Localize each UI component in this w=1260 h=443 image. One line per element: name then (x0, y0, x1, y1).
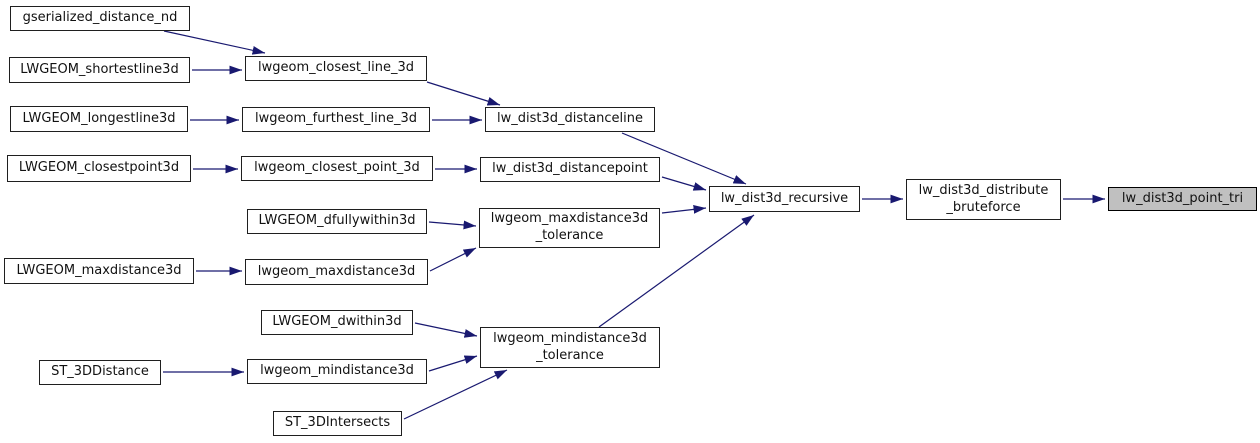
node-LWGEOM_dfullywithin3d[interactable]: LWGEOM_dfullywithin3d (247, 209, 427, 234)
node-ST_3DDistance[interactable]: ST_3DDistance (39, 360, 161, 385)
node-label: LWGEOM_shortestline3d (20, 61, 179, 77)
edge-lwgeom_closest_line_3d-lw_dist3d_distanceline (426, 81, 501, 106)
edge-LWGEOM_dwithin3d-lwgeom_mindistance3d_tolerance (414, 322, 478, 338)
edge-lwgeom_maxdistance3d-lwgeom_maxdistance3d_tolerance (429, 247, 477, 272)
node-LWGEOM_longestline3d[interactable]: LWGEOM_longestline3d (10, 106, 188, 132)
node-label: LWGEOM_closestpoint3d (18, 160, 180, 176)
node-label: lw_dist3d_point_tri (1121, 190, 1244, 206)
node-lwgeom_closest_line_3d[interactable]: lwgeom_closest_line_3d (245, 56, 427, 81)
node-label: lwgeom_mindistance3d _tolerance (493, 330, 647, 363)
node-label: lw_dist3d_distanceline (496, 111, 644, 127)
node-lwgeom_maxdistance3d_tolerance[interactable]: lwgeom_maxdistance3d _tolerance (479, 208, 660, 248)
node-lwgeom_maxdistance3d[interactable]: lwgeom_maxdistance3d (245, 259, 428, 285)
edge-ST_3DIntersects-lwgeom_mindistance3d_tolerance (403, 369, 508, 420)
node-lwgeom_mindistance3d[interactable]: lwgeom_mindistance3d (247, 359, 427, 384)
node-lwgeom_closest_point_3d[interactable]: lwgeom_closest_point_3d (241, 156, 433, 181)
node-lw_dist3d_distancepoint[interactable]: lw_dist3d_distancepoint (480, 157, 660, 182)
node-label: lwgeom_closest_point_3d (254, 160, 420, 176)
node-LWGEOM_shortestline3d[interactable]: LWGEOM_shortestline3d (9, 57, 190, 83)
edge-lw_dist3d_distancepoint-lw_dist3d_recursive (661, 176, 707, 191)
edge-lwgeom_mindistance3d-lwgeom_mindistance3d_tolerance (428, 355, 478, 372)
node-label: lw_dist3d_distribute _bruteforce (918, 182, 1049, 215)
edge-LWGEOM_dfullywithin3d-lwgeom_maxdistance3d_tolerance (428, 220, 477, 230)
edge-lwgeom_mindistance3d_tolerance-lw_dist3d_recursive (598, 214, 755, 328)
node-label: ST_3DDistance (51, 364, 149, 380)
node-label: lw_dist3d_recursive (720, 190, 849, 206)
node-label: LWGEOM_maxdistance3d (16, 262, 182, 278)
node-LWGEOM_closestpoint3d[interactable]: LWGEOM_closestpoint3d (7, 155, 191, 182)
node-label: lwgeom_maxdistance3d (257, 263, 416, 279)
edge-lwgeom_maxdistance3d_tolerance-lw_dist3d_recursive (661, 205, 707, 214)
node-label: ST_3DIntersects (284, 415, 391, 431)
node-gserialized_distance_nd[interactable]: gserialized_distance_nd (10, 6, 190, 31)
node-lw_dist3d_recursive[interactable]: lw_dist3d_recursive (709, 186, 860, 212)
node-label: LWGEOM_dwithin3d (272, 314, 402, 330)
node-label: LWGEOM_longestline3d (22, 110, 176, 126)
edge-lw_dist3d_distanceline-lw_dist3d_recursive (621, 132, 747, 185)
node-label: lw_dist3d_distancepoint (492, 161, 648, 177)
node-lw_dist3d_distribute_bruteforce[interactable]: lw_dist3d_distribute _bruteforce (906, 179, 1061, 220)
edge-gserialized_distance_nd-lwgeom_closest_line_3d (163, 30, 266, 55)
node-ST_3DIntersects[interactable]: ST_3DIntersects (273, 411, 402, 436)
node-label: LWGEOM_dfullywithin3d (258, 213, 416, 229)
node-lw_dist3d_point_tri: lw_dist3d_point_tri (1108, 187, 1257, 211)
node-lwgeom_furthest_line_3d[interactable]: lwgeom_furthest_line_3d (242, 107, 430, 132)
node-lw_dist3d_distanceline[interactable]: lw_dist3d_distanceline (485, 107, 655, 132)
node-label: gserialized_distance_nd (22, 10, 178, 26)
node-label: lwgeom_mindistance3d (260, 363, 414, 379)
node-lwgeom_mindistance3d_tolerance[interactable]: lwgeom_mindistance3d _tolerance (480, 327, 660, 368)
node-label: lwgeom_closest_line_3d (258, 60, 414, 76)
node-label: lwgeom_maxdistance3d _tolerance (490, 211, 649, 243)
node-LWGEOM_maxdistance3d[interactable]: LWGEOM_maxdistance3d (4, 258, 194, 284)
node-label: lwgeom_furthest_line_3d (255, 111, 417, 127)
node-LWGEOM_dwithin3d[interactable]: LWGEOM_dwithin3d (261, 310, 413, 335)
